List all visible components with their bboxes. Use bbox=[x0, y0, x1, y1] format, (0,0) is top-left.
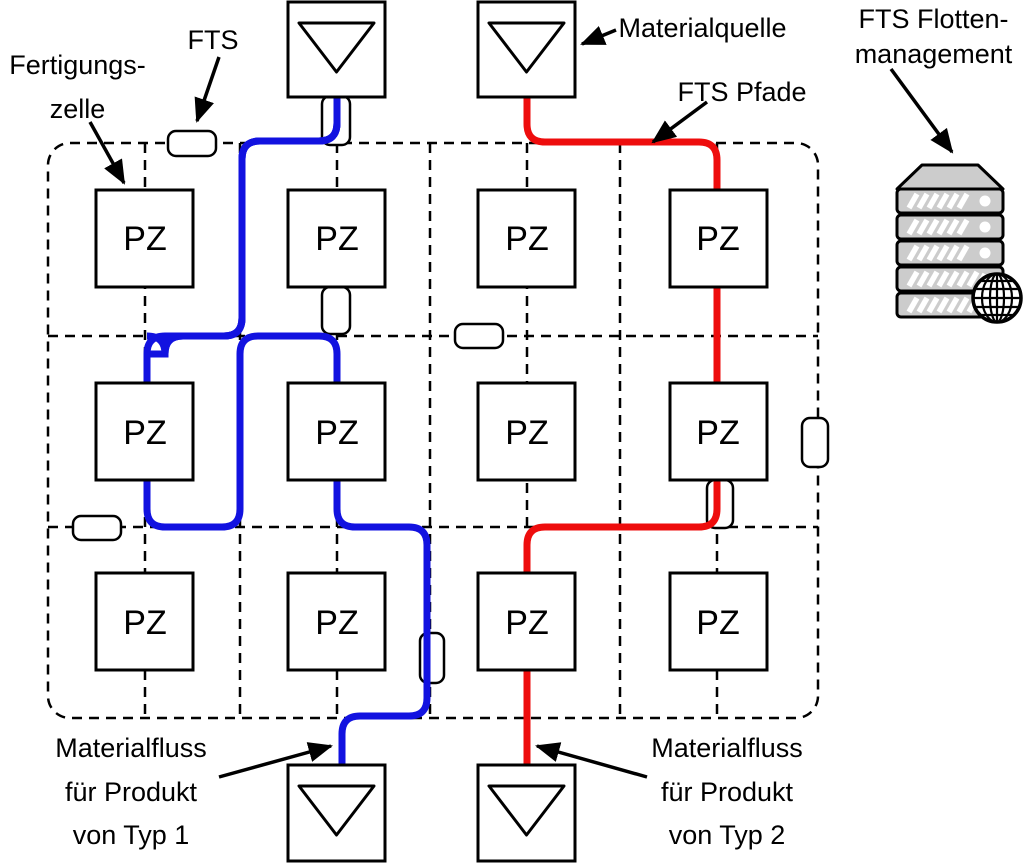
label-fts: FTS bbox=[187, 25, 239, 55]
sink-triangle-icon bbox=[297, 784, 376, 837]
pz-cell bbox=[668, 188, 769, 289]
pz-label: PZ bbox=[315, 414, 358, 452]
material-source bbox=[286, 0, 387, 99]
pz-label: PZ bbox=[696, 414, 739, 452]
pz-label: PZ bbox=[505, 220, 548, 258]
pz-cell bbox=[94, 381, 195, 482]
label-materialquelle: Materialquelle bbox=[618, 13, 787, 43]
pz-label: PZ bbox=[505, 414, 548, 452]
arrow-fertigungszelle bbox=[88, 121, 126, 185]
fts-vehicle bbox=[71, 514, 123, 542]
label-fertigungszelle: Fertigungs- zelle bbox=[9, 50, 146, 124]
material-sink bbox=[286, 763, 387, 863]
arrow-materialfluss-typ1 bbox=[218, 742, 333, 779]
pz-cell bbox=[668, 381, 769, 482]
arrow-fts-pfade bbox=[651, 100, 709, 144]
pz-cell bbox=[286, 571, 387, 672]
pz-label: PZ bbox=[696, 220, 739, 258]
arrow-materialquelle bbox=[580, 26, 617, 46]
pz-cell bbox=[286, 381, 387, 482]
materialflow-typ1-main bbox=[143, 97, 431, 767]
pz-cell bbox=[668, 571, 769, 672]
fts-vehicle bbox=[800, 416, 830, 469]
pz-label: PZ bbox=[123, 604, 166, 642]
fts-vehicle bbox=[320, 285, 352, 336]
source-triangle-icon bbox=[487, 21, 566, 74]
server-icon bbox=[895, 163, 1023, 324]
label-flottenmanagement: FTS Flotten- management bbox=[854, 4, 1013, 70]
sink-triangle-icon bbox=[487, 784, 566, 837]
fts-vehicle bbox=[166, 129, 218, 158]
pz-label: PZ bbox=[315, 220, 358, 258]
pz-label: PZ bbox=[123, 414, 166, 452]
pz-label: PZ bbox=[505, 604, 548, 642]
pz-label: PZ bbox=[123, 220, 166, 258]
arrow-fts bbox=[194, 56, 221, 123]
material-source bbox=[476, 0, 577, 99]
label-materialfluss-typ2: Materialfluss für Produkt von Typ 2 bbox=[651, 733, 803, 851]
material-sink bbox=[476, 763, 577, 863]
source-triangle-icon bbox=[297, 21, 376, 74]
label-fts-pfade: FTS Pfade bbox=[677, 77, 807, 107]
fts-vehicle bbox=[453, 322, 505, 350]
pz-cell bbox=[476, 381, 577, 482]
pz-cell bbox=[476, 571, 577, 672]
pz-cell bbox=[94, 188, 195, 289]
globe-icon bbox=[971, 272, 1023, 324]
pz-cell bbox=[94, 571, 195, 672]
label-materialfluss-typ1: Materialfluss für Produkt von Typ 1 bbox=[55, 733, 207, 851]
pz-cell bbox=[476, 188, 577, 289]
materialflow-typ2-main bbox=[523, 97, 721, 767]
pz-label: PZ bbox=[696, 604, 739, 642]
pz-cell bbox=[286, 188, 387, 289]
pz-label: PZ bbox=[315, 604, 358, 642]
arrow-materialfluss-typ2 bbox=[535, 742, 648, 779]
arrow-flottenmanagement bbox=[889, 67, 954, 154]
